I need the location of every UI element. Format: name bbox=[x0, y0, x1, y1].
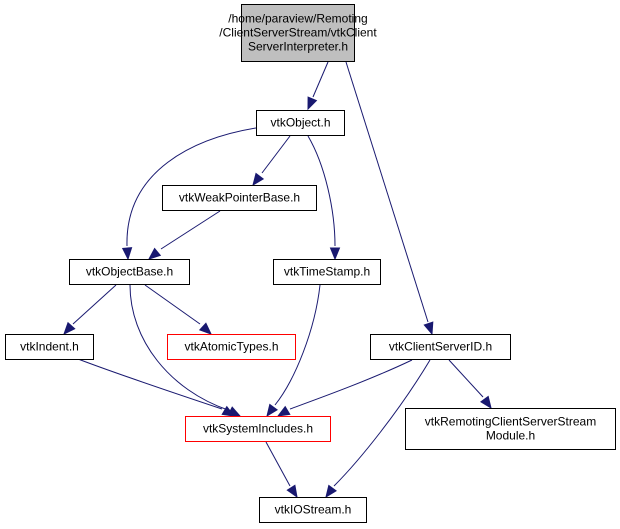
edge-vtkObject-to-vtkWeakPointerBase bbox=[252, 135, 291, 187]
node-vtkIndent[interactable]: vtkIndent.h bbox=[5, 334, 94, 360]
node-label: vtkWeakPointerBase.h bbox=[179, 191, 300, 205]
node-vtkClientServerID[interactable]: vtkClientServerID.h bbox=[370, 334, 511, 360]
node-vtkWeakPointerBase[interactable]: vtkWeakPointerBase.h bbox=[162, 185, 317, 211]
edge-line bbox=[448, 359, 484, 398]
node-vtkTimeStamp[interactable]: vtkTimeStamp.h bbox=[273, 259, 381, 285]
node-vtkSystemIncludes[interactable]: vtkSystemIncludes.h bbox=[185, 416, 331, 442]
node-label: /home/paraview/Remoting bbox=[228, 12, 367, 26]
edge-line bbox=[307, 135, 336, 247]
node-root: /home/paraview/Remoting/ClientServerStre… bbox=[219, 4, 377, 62]
edge-vtkObjectBase-to-vtkAtomicTypes bbox=[144, 284, 212, 335]
node-label: Module.h bbox=[486, 429, 535, 443]
node-box bbox=[69, 259, 190, 285]
nodes-layer: /home/paraview/Remoting/ClientServerStre… bbox=[5, 4, 616, 523]
edge-line bbox=[312, 61, 329, 98]
node-box bbox=[405, 408, 616, 450]
node-label: vtkObjectBase.h bbox=[86, 265, 173, 279]
edge-line bbox=[333, 359, 431, 487]
node-vtkObjectBase[interactable]: vtkObjectBase.h bbox=[69, 259, 190, 285]
node-label: vtkTimeStamp.h bbox=[284, 265, 370, 279]
edge-vtkClientServerID-to-vtkSystemIncludes bbox=[276, 359, 413, 417]
edge-line bbox=[77, 358, 223, 410]
node-label: /ClientServerStream/vtkClient bbox=[219, 26, 377, 40]
node-box bbox=[162, 185, 317, 211]
node-label: vtkObject.h bbox=[270, 116, 330, 130]
node-label: vtkAtomicTypes.h bbox=[184, 340, 278, 354]
arrowhead-icon bbox=[147, 247, 162, 260]
node-label: vtkSystemIncludes.h bbox=[203, 422, 313, 436]
node-box bbox=[256, 110, 345, 136]
edge-vtkObject-to-vtkObjectBase bbox=[121, 127, 257, 261]
node-label: ServerInterpreter.h bbox=[248, 40, 348, 54]
edge-line bbox=[144, 284, 201, 325]
edge-vtkIndent-to-vtkSystemIncludes bbox=[77, 358, 236, 417]
edge-root-to-vtkClientServerID bbox=[345, 61, 434, 336]
edge-line bbox=[274, 284, 321, 406]
edge-vtkObject-to-vtkTimeStamp bbox=[307, 135, 341, 261]
arrowhead-icon bbox=[329, 247, 341, 261]
edges-layer bbox=[63, 61, 492, 499]
edge-vtkClientServerID-to-vtkRemotingModule bbox=[448, 359, 492, 410]
edge-root-to-vtkObject bbox=[307, 61, 329, 111]
arrowhead-icon bbox=[307, 96, 318, 111]
node-box bbox=[370, 334, 511, 360]
edge-line bbox=[345, 61, 429, 323]
arrowhead-icon bbox=[252, 172, 265, 187]
node-box bbox=[185, 416, 331, 442]
node-label: vtkClientServerID.h bbox=[389, 340, 492, 354]
node-box bbox=[241, 4, 355, 62]
node-vtkObject[interactable]: vtkObject.h bbox=[256, 110, 345, 136]
edge-line bbox=[289, 359, 413, 410]
edge-vtkWeakPointerBase-to-vtkObjectBase bbox=[147, 210, 221, 260]
arrowhead-icon bbox=[276, 405, 291, 417]
node-vtkAtomicTypes[interactable]: vtkAtomicTypes.h bbox=[167, 334, 296, 360]
edge-line bbox=[265, 441, 291, 487]
node-label: vtkRemotingClientServerStream bbox=[425, 415, 596, 429]
edge-vtkClientServerID-to-vtkIOStream bbox=[325, 359, 431, 499]
edge-vtkObjectBase-to-vtkIndent bbox=[63, 284, 117, 335]
arrowhead-icon bbox=[325, 484, 337, 499]
edge-line bbox=[160, 210, 221, 250]
node-box bbox=[259, 497, 367, 523]
arrowhead-icon bbox=[63, 321, 76, 335]
arrowhead-icon bbox=[198, 322, 212, 335]
node-box bbox=[273, 259, 381, 285]
node-label: vtkIndent.h bbox=[20, 340, 79, 354]
node-vtkIOStream[interactable]: vtkIOStream.h bbox=[259, 497, 367, 523]
node-label: vtkIOStream.h bbox=[275, 503, 352, 517]
arrowhead-icon bbox=[480, 395, 492, 410]
arrowhead-icon bbox=[266, 403, 278, 418]
arrowhead-icon bbox=[221, 405, 236, 417]
node-box bbox=[167, 334, 296, 360]
edge-vtkTimeStamp-to-vtkSystemIncludes bbox=[266, 284, 321, 418]
edge-line bbox=[261, 135, 291, 174]
edge-line bbox=[126, 127, 257, 247]
edge-vtkSystemIncludes-to-vtkIOStream bbox=[265, 441, 298, 499]
arrowhead-icon bbox=[121, 247, 133, 261]
edge-line bbox=[129, 284, 229, 411]
arrowhead-icon bbox=[286, 484, 298, 499]
node-box bbox=[5, 334, 94, 360]
edge-line bbox=[72, 284, 117, 325]
arrowhead-icon bbox=[423, 321, 434, 336]
